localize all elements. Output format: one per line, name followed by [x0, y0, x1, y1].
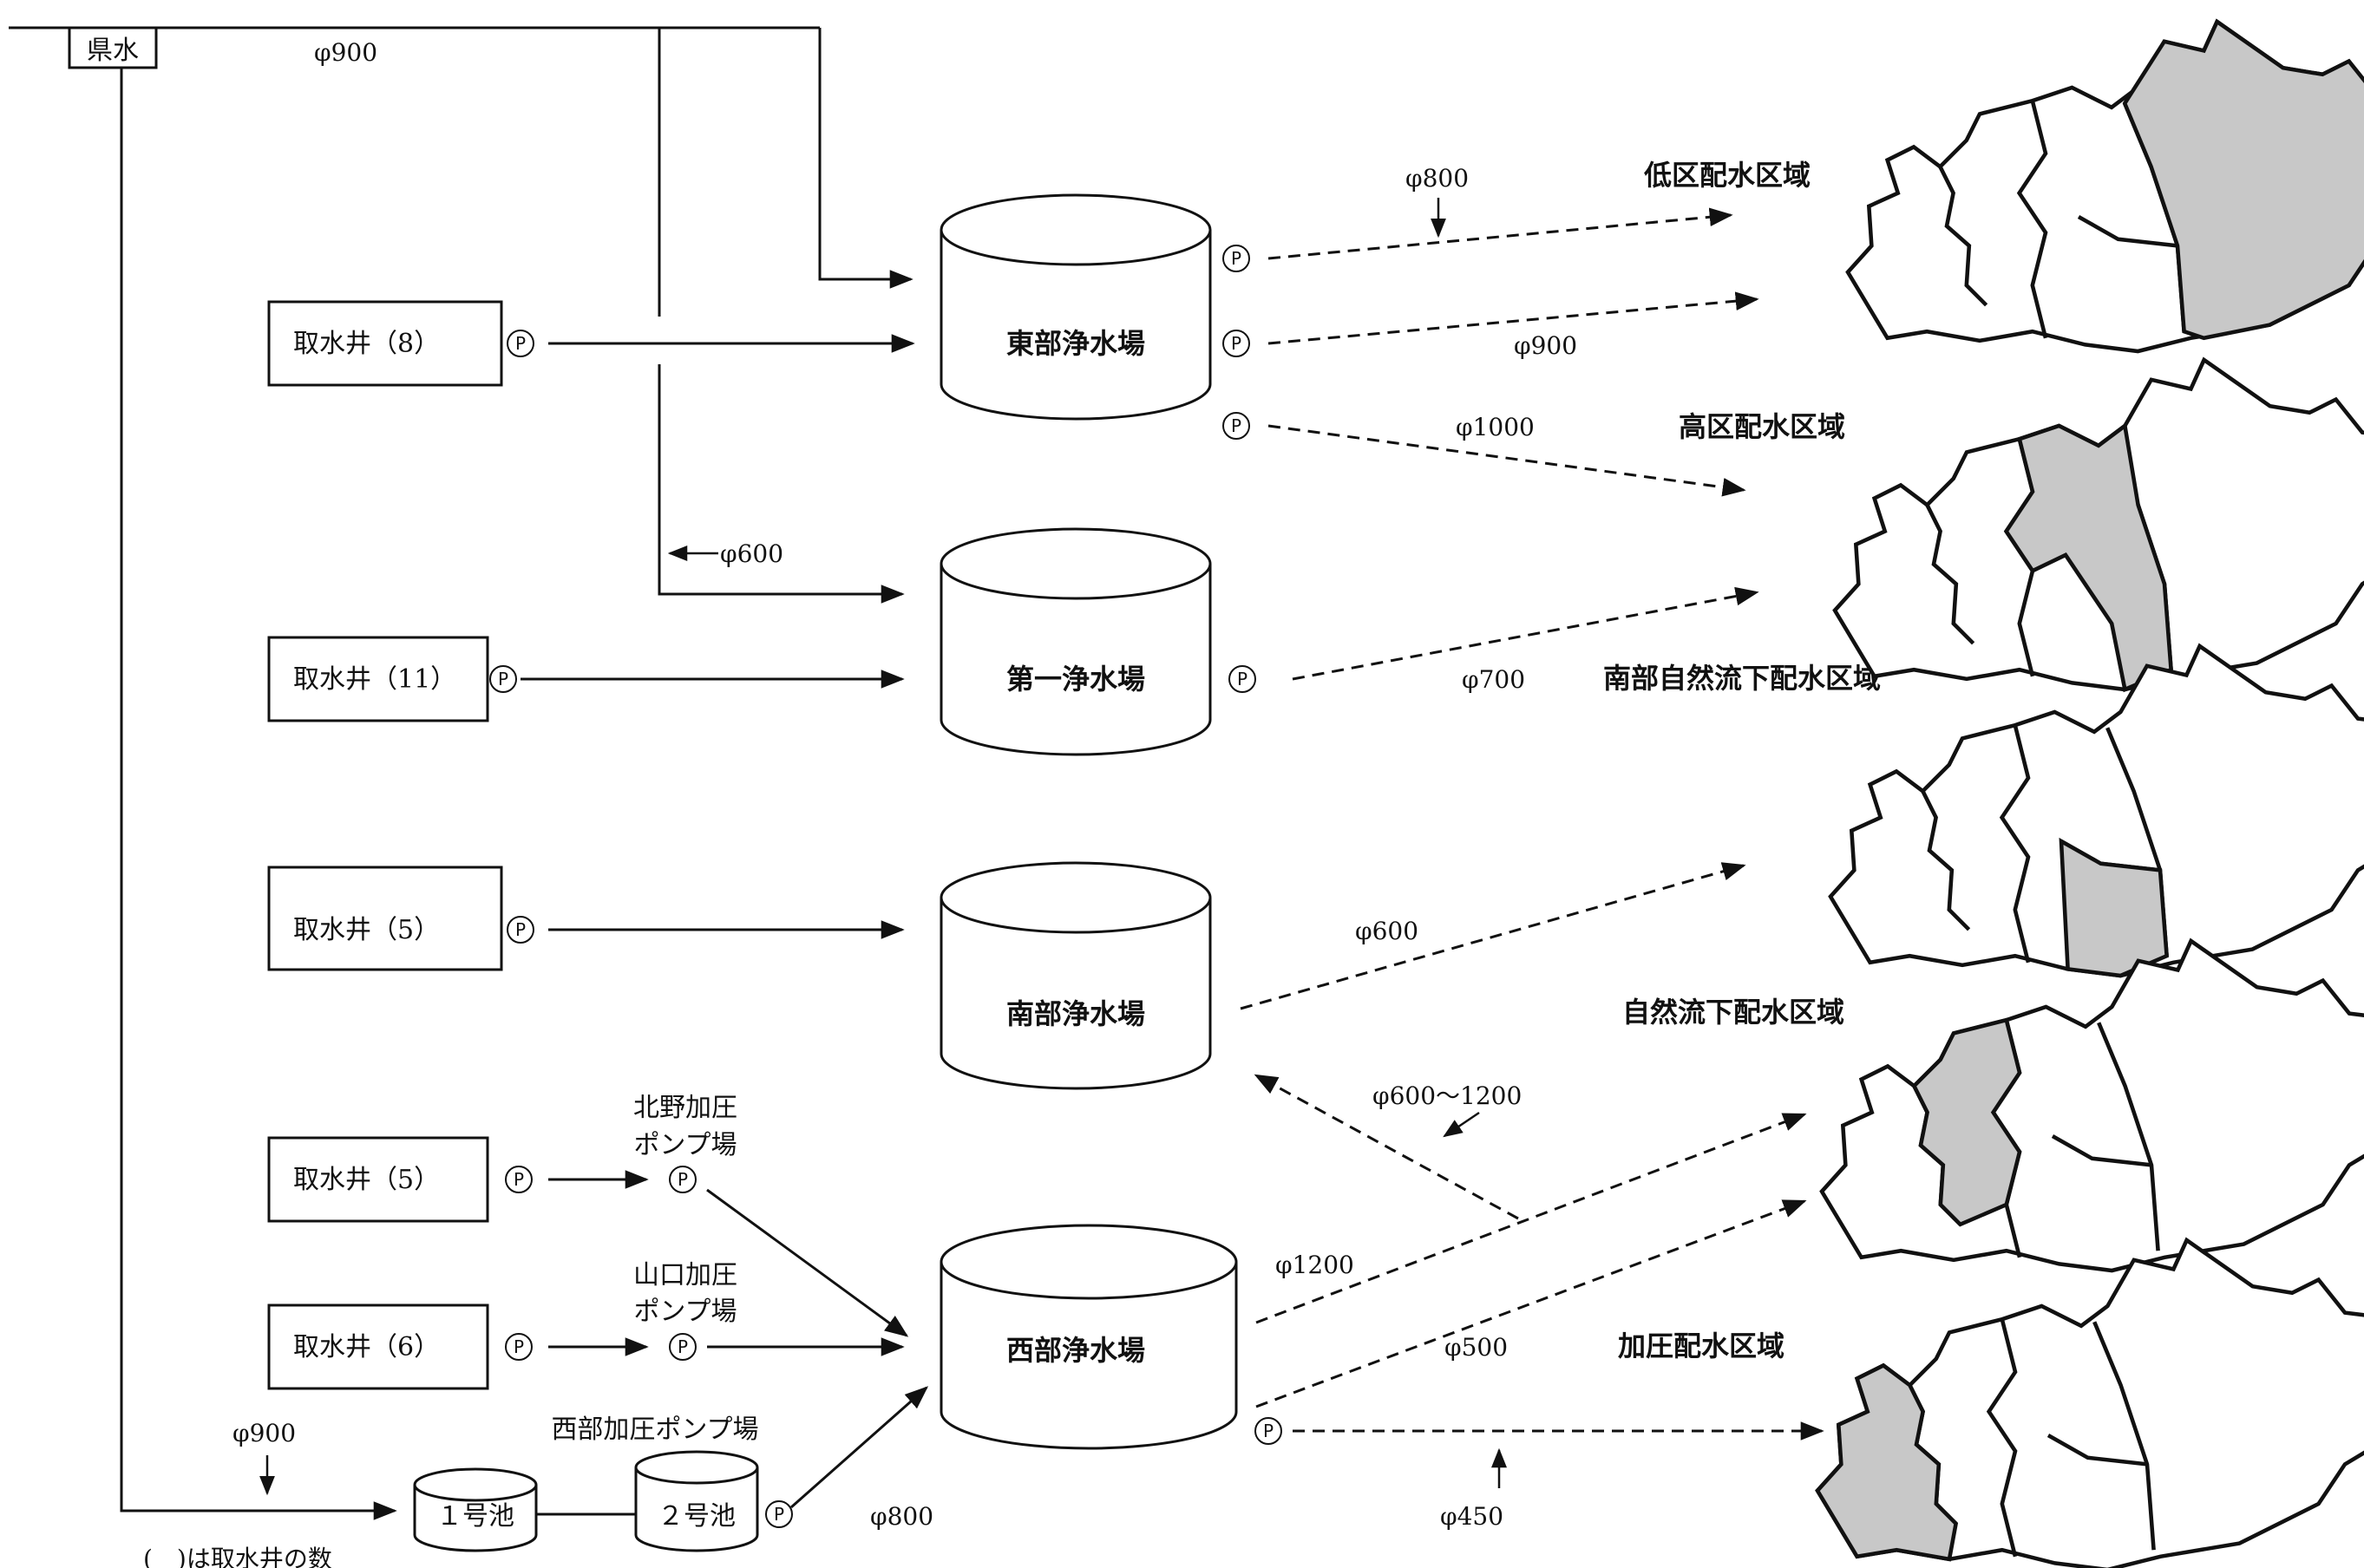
source-label: 県水: [87, 36, 139, 66]
pipe-east-to-low: [1267, 207, 1733, 260]
well-label: 取水井（5）: [293, 1165, 440, 1195]
svg-text:P: P: [1237, 669, 1247, 689]
pipe-label-source: φ900: [314, 38, 377, 67]
zone-map-south-gravity: [1830, 646, 2364, 978]
pipe-pond2-to-west: [790, 1386, 929, 1509]
svg-text:P: P: [774, 1504, 784, 1525]
well-5a: 取水井（5）: [267, 866, 503, 971]
pond2-label: ２号池: [658, 1501, 736, 1532]
zone-label-high: 高区配水区域: [1679, 410, 1845, 443]
yamaguchi-pump-station-label-line1: 山口加圧: [633, 1260, 737, 1290]
svg-text:P: P: [678, 1169, 688, 1190]
pipe-west-1200: [1255, 1113, 1807, 1324]
pump-icon: P: [669, 1166, 697, 1193]
pump-icon: P: [489, 665, 517, 693]
pipe-label-east-low: φ800: [1405, 164, 1469, 193]
svg-text:P: P: [1231, 415, 1241, 436]
pipe-label-west-south: φ600〜1200: [1372, 1081, 1522, 1110]
pipe-label-south: φ600: [1355, 917, 1418, 945]
pipe-label-600-branch: φ600: [720, 539, 783, 568]
pump-icon: P: [507, 330, 534, 357]
svg-text:P: P: [515, 919, 526, 940]
pipe-kitano-to-west: [706, 1188, 909, 1337]
well-label: 取水井（8）: [293, 329, 440, 359]
svg-text:P: P: [515, 333, 526, 354]
svg-text:P: P: [1231, 248, 1241, 269]
pipe-east-to-high: [1267, 424, 1746, 497]
pipe-east-to-mid: [1267, 291, 1759, 345]
pipe-label-west-1200: φ1200: [1275, 1251, 1354, 1279]
legend-note: ( )は取水井の数: [143, 1545, 332, 1568]
zone-map-high: [1835, 360, 2364, 693]
well-6: 取水井（6）: [267, 1303, 489, 1390]
svg-text:P: P: [1231, 333, 1241, 354]
svg-text:P: P: [514, 1336, 524, 1357]
first-plant-label: 第一浄水場: [1006, 663, 1145, 696]
pump-icon: P: [1222, 412, 1250, 440]
pump-icon: P: [1222, 330, 1250, 357]
pump-icon: P: [765, 1500, 793, 1528]
pump-icon: P: [505, 1333, 533, 1361]
svg-text:P: P: [1263, 1421, 1274, 1441]
pump-icon: P: [505, 1166, 533, 1193]
south-plant-label: 南部浄水場: [1006, 997, 1145, 1030]
zone-label-gravity: 自然流下配水区域: [1622, 996, 1844, 1029]
west-pump-station-label: 西部加圧ポンプ場: [551, 1414, 758, 1445]
svg-text:P: P: [678, 1336, 688, 1357]
pump-icon: P: [507, 916, 534, 944]
pond1-label: １号池: [436, 1501, 514, 1532]
pipe-label-800-pond: φ800: [870, 1502, 933, 1531]
kitano-pump-station-label: 北野加圧: [633, 1093, 737, 1123]
kitano-pump-station-label-line2: ポンプ場: [633, 1130, 737, 1160]
well-label: 取水井（6）: [293, 1332, 440, 1362]
zone-label-south-gravity: 南部自然流下配水区域: [1603, 662, 1881, 695]
south-plant: 南部浄水場: [940, 861, 1212, 1090]
svg-text:北野加圧: 北野加圧: [633, 1093, 737, 1123]
pipe-label-west-450: φ450: [1440, 1502, 1503, 1531]
well-11: 取水井（11）: [267, 636, 489, 722]
pipe-west-to-south: [1254, 1074, 1519, 1220]
pipe-label-first: φ700: [1462, 665, 1525, 694]
pipe-west-500: [1255, 1199, 1807, 1408]
yamaguchi-pump-station-label-line2: ポンプ場: [633, 1297, 737, 1327]
well-label: 取水井（5）: [293, 915, 440, 945]
well-8: 取水井（8）: [267, 300, 503, 387]
well-label: 取水井（11）: [293, 664, 456, 695]
pump-icon: P: [1254, 1417, 1282, 1445]
pipe-to-pond1: [120, 68, 397, 1520]
zone-map-low: [1848, 18, 2364, 351]
pipe-label-east-mid: φ900: [1514, 331, 1577, 360]
pump-icon: P: [1222, 245, 1250, 272]
source-box: [68, 26, 158, 69]
pipe-to-east-plant: [818, 28, 914, 289]
pond1: １号池: [413, 1467, 538, 1552]
pipe-label-900-pond: φ900: [232, 1419, 296, 1447]
pond2: ２号池: [634, 1450, 759, 1552]
pipe-label-east-high: φ1000: [1456, 413, 1535, 441]
pipe-arrow-600-1200: [1443, 1111, 1480, 1138]
west-plant-label: 西部浄水場: [1006, 1334, 1145, 1367]
svg-text:P: P: [498, 669, 508, 689]
zone-map-gravity: [1822, 941, 2364, 1271]
pipe-south-to-zone: [1240, 862, 1746, 1010]
west-plant: 西部浄水場: [940, 1224, 1238, 1450]
well-5b: 取水井（5）: [267, 1136, 489, 1223]
svg-text:P: P: [514, 1169, 524, 1190]
pump-icon: P: [669, 1333, 697, 1361]
zone-label-pressurized: 加圧配水区域: [1618, 1330, 1784, 1362]
pipe-to-first-plant: [658, 364, 905, 604]
east-plant: 東部浄水場: [940, 193, 1212, 421]
pump-icon: P: [1228, 665, 1256, 693]
east-plant-label: 東部浄水場: [1006, 327, 1145, 360]
pipe-label-west-500: φ500: [1444, 1333, 1508, 1362]
first-plant: 第一浄水場: [940, 527, 1212, 756]
zone-label-low: 低区配水区域: [1644, 159, 1811, 192]
zone-map-pressurized: [1815, 1240, 2364, 1568]
